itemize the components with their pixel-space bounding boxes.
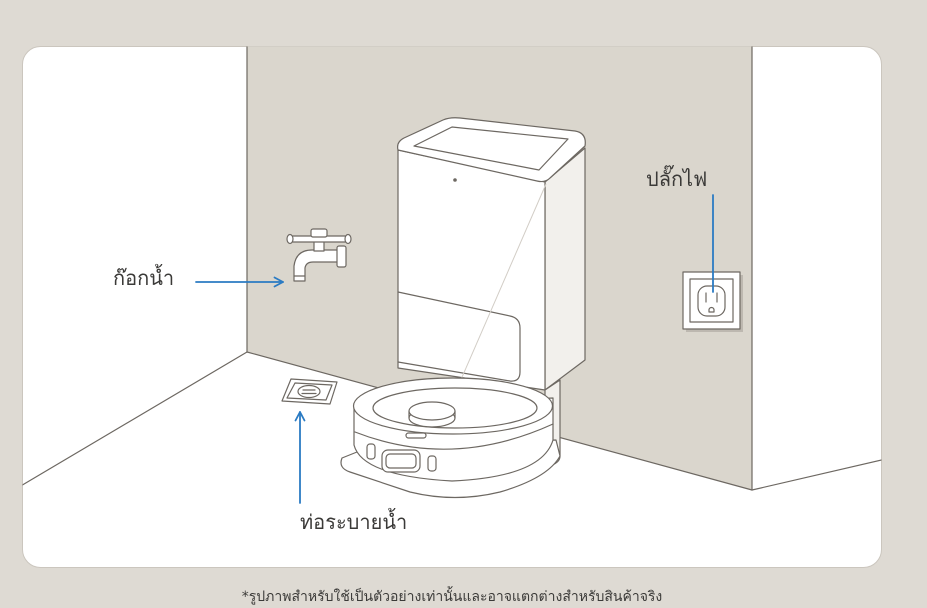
dock-front-face: [397, 149, 546, 391]
robot-vacuum-dock-icon: [397, 117, 586, 467]
robot-top-cover: [352, 377, 554, 435]
left-floor-edge: [22, 351, 248, 491]
robot-side-sensor-right: [427, 455, 437, 472]
dock-indicator-dot: [453, 178, 457, 182]
faucet-label: ก๊อกน้ำ: [113, 264, 174, 290]
drain-grate: [297, 384, 321, 399]
footnote: *รูปภาพสำหรับใช้เป็นตัวอย่างเท่านั้นและอ…: [242, 586, 663, 605]
right-floor-edge: [751, 457, 882, 491]
drain-label: ท่อระบายน้ำ: [300, 508, 407, 534]
outlet-socket: [697, 285, 726, 317]
dock-side-face: [544, 147, 586, 391]
outlet-ground-hole: [708, 306, 715, 313]
faucet-handle-end-right: [344, 233, 352, 245]
faucet-handle-knob: [310, 228, 328, 238]
robot-side-sensor-left: [366, 443, 376, 460]
robot-sensor-window-inner: [385, 453, 417, 469]
floor-drain-icon: [281, 378, 338, 405]
dock-lid-inner: [413, 126, 569, 171]
robot-top-ring: [372, 387, 538, 429]
outlet-plate: [682, 271, 741, 330]
lidar-cap: [408, 401, 456, 421]
drain-plate: [281, 378, 338, 405]
robot-bumper-line: [354, 423, 554, 450]
dock-dust-bag-window: [397, 291, 521, 382]
robot-buttons: [405, 432, 427, 439]
drain-inner-frame: [286, 382, 333, 401]
faucet-handle-end-left: [286, 233, 294, 245]
robot-sensor-window: [381, 449, 421, 473]
robot-vacuum-icon: [340, 377, 561, 499]
faucet-spout: [293, 249, 339, 282]
dock-light-reflection: [445, 183, 547, 415]
room-scene: ก๊อกน้ำ ปลั๊กไฟ ท่อระบายน้ำ: [22, 46, 882, 534]
plug-label: ปลั๊กไฟ: [646, 164, 707, 191]
power-outlet-icon: [682, 271, 743, 332]
outlet-inner-frame: [689, 278, 734, 323]
dock-lid: [397, 117, 586, 183]
faucet-icon: [286, 228, 352, 282]
faucet-wall-flange: [336, 245, 347, 268]
